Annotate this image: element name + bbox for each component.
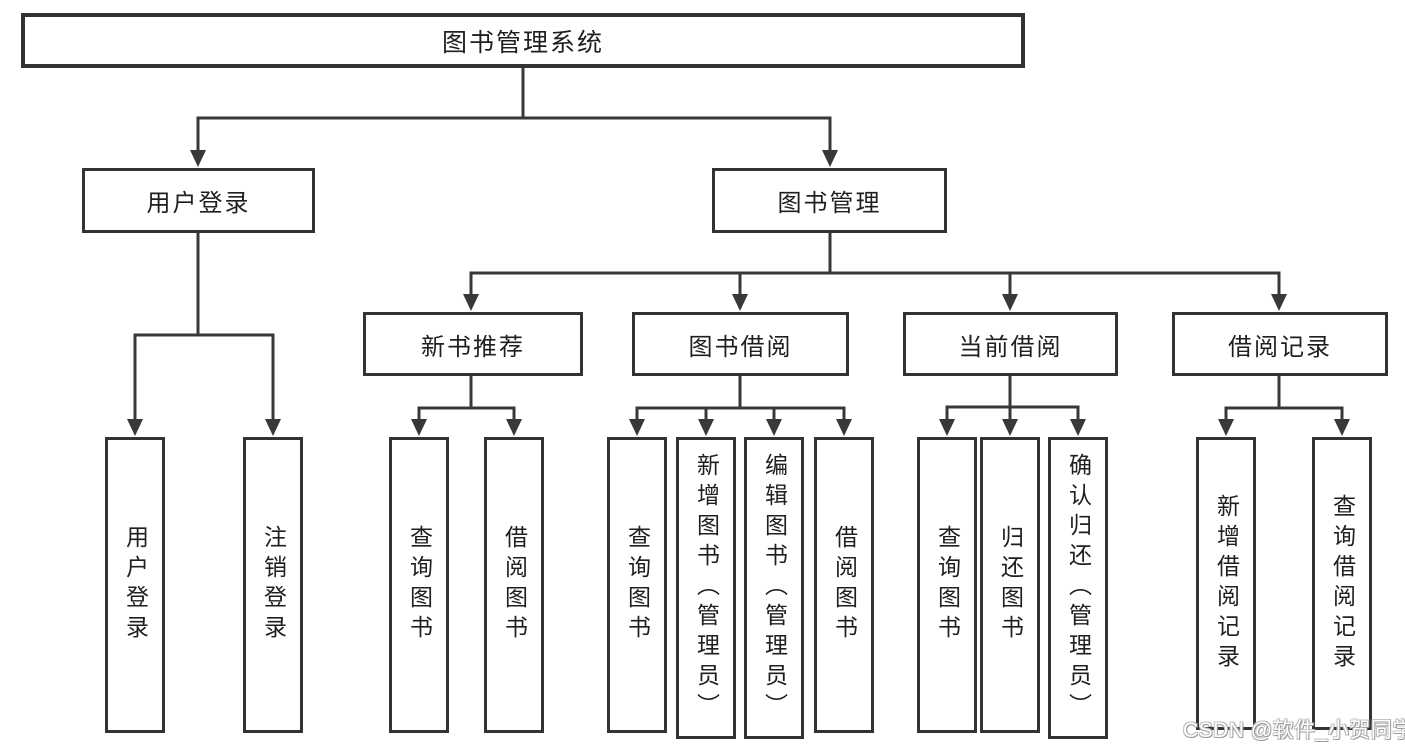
leaf-borrow-books-recommend: 借阅图书	[484, 437, 544, 733]
leaf-add-books-admin: 新增图书（管理员）	[676, 437, 736, 739]
csdn-watermark: CSDN @软件_小贺同学	[1183, 719, 1405, 742]
leaf-user-login: 用户登录	[105, 437, 165, 733]
node-borrowing-records: 借阅记录	[1172, 312, 1388, 376]
node-new-book-recommendation: 新书推荐	[363, 312, 583, 376]
leaf-edit-books-admin: 编辑图书（管理员）	[744, 437, 804, 739]
leaf-return-books: 归还图书	[980, 437, 1040, 733]
leaf-confirm-return-admin: 确认归还（管理员）	[1048, 437, 1108, 739]
node-library-management-system: 图书管理系统	[21, 13, 1025, 68]
leaf-query-books-recommend: 查询图书	[389, 437, 449, 733]
leaf-borrow-books: 借阅图书	[814, 437, 874, 733]
leaf-query-books-current: 查询图书	[917, 437, 977, 733]
leaf-add-borrow-record: 新增借阅记录	[1196, 437, 1256, 730]
leaf-logout: 注销登录	[243, 437, 303, 733]
node-book-management: 图书管理	[712, 168, 947, 233]
leaf-query-borrow-record: 查询借阅记录	[1312, 437, 1372, 730]
leaf-query-books-borrow: 查询图书	[607, 437, 667, 733]
node-user-login: 用户登录	[82, 168, 315, 233]
node-current-borrowing: 当前借阅	[903, 312, 1118, 376]
node-book-borrowing: 图书借阅	[632, 312, 849, 376]
